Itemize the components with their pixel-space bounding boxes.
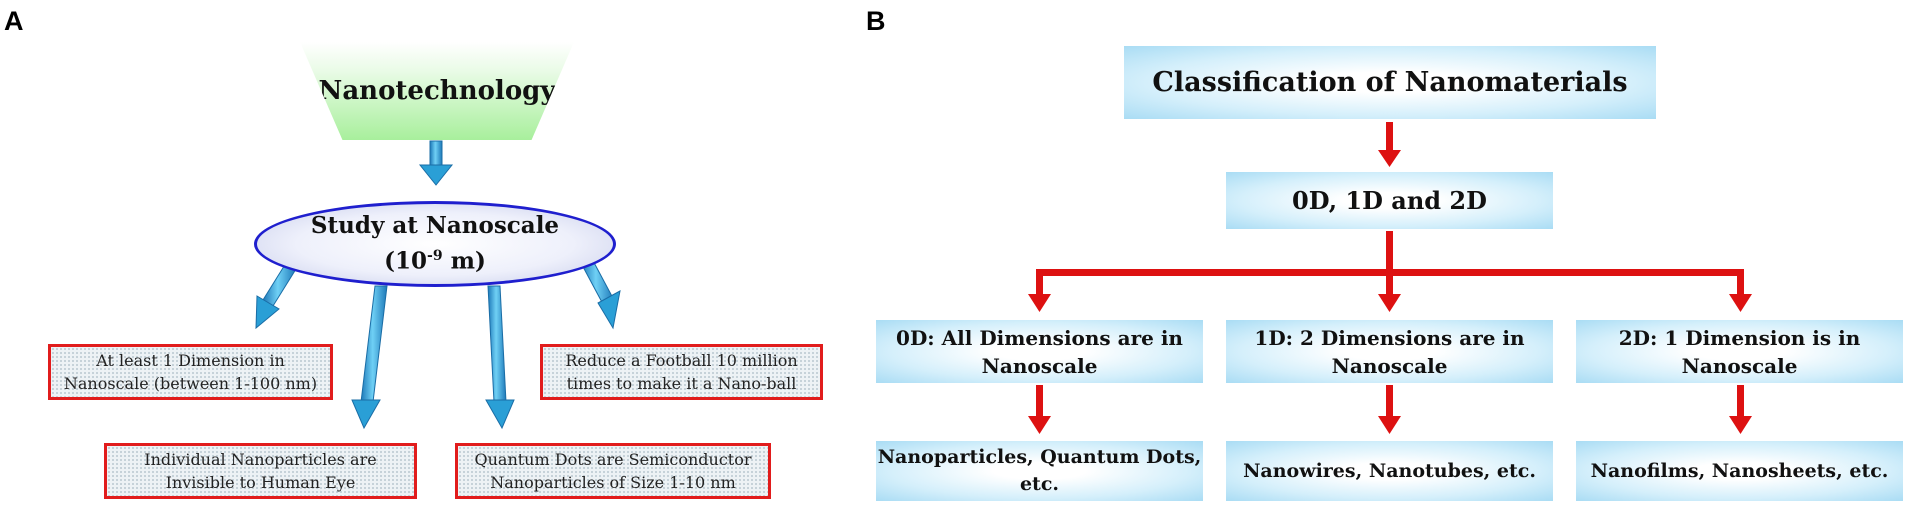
red-arrow-title-to-subtitle [1378,122,1401,167]
blue-arrow-fact-3 [485,285,515,430]
fact-1-line1: At least 1 Dimension in [96,351,285,370]
category-1d-line1: 1D: 2 Dimensions are in [1254,325,1525,350]
nanoscale-node: Study at Nanoscale (10-9 m) [254,201,616,287]
fact-4-line1: Reduce a Football 10 million [565,351,798,370]
fact-3-line2: Nanoparticles of Size 1-10 nm [490,473,736,492]
fact-2-line1: Individual Nanoparticles are [144,450,377,469]
examples-2d-line1: Nanofilms, Nanosheets, etc. [1590,459,1889,482]
dimension-types-label: 0D, 1D and 2D [1292,186,1487,215]
nanotechnology-label: Nanotechnology [318,76,556,106]
classification-title: Classification of Nanomaterials [1152,67,1628,98]
blue-arrow-top [418,140,454,186]
blue-arrow-fact-2 [351,285,388,430]
panel-b-label: B [866,6,886,36]
nanoscale-title: Study at Nanoscale [310,212,560,240]
examples-2d-node: Nanofilms, Nanosheets, etc. [1576,441,1903,501]
fact-box-2: Individual Nanoparticles are Invisible t… [104,443,417,499]
category-0d-line1: 0D: All Dimensions are in [896,325,1183,350]
category-1d-line2: Nanoscale [1331,353,1448,378]
fact-1-line2: Nanoscale (between 1-100 nm) [63,374,318,393]
panel-a-label: A [4,6,24,36]
examples-1d-node: Nanowires, Nanotubes, etc. [1226,441,1553,501]
examples-1d-line1: Nanowires, Nanotubes, etc. [1243,459,1536,482]
red-arrow-1d [1378,385,1401,434]
red-arrow-0d [1028,385,1051,434]
fact-4-line2: times to make it a Nano-ball [566,374,797,393]
blue-arrow-fact-1 [255,262,297,330]
category-2d-line1: 2D: 1 Dimension is in [1618,325,1861,350]
red-connector-tree [1028,231,1752,312]
nanoscale-value: (10-9 m) [384,247,486,275]
fact-box-3: Quantum Dots are Semiconductor Nanoparti… [455,443,771,499]
category-2d-line2: Nanoscale [1681,353,1798,378]
category-0d-line2: Nanoscale [981,353,1098,378]
fact-3-line1: Quantum Dots are Semiconductor [474,450,752,469]
fact-box-1: At least 1 Dimension in Nanoscale (betwe… [48,344,333,400]
fact-box-4: Reduce a Football 10 million times to ma… [540,344,823,400]
examples-0d-line1: Nanoparticles, Quantum Dots, [877,446,1202,468]
nanoscale-exponent: -9 [427,248,443,265]
blue-arrow-fact-4 [580,256,621,330]
nanotechnology-node: Nanotechnology [300,42,574,140]
red-arrow-2d [1729,385,1752,434]
classification-title-node: Classification of Nanomaterials [1124,46,1656,119]
category-0d-node: 0D: All Dimensions are in Nanoscale [876,320,1203,383]
fact-2-line2: Invisible to Human Eye [165,473,356,492]
examples-0d-line2: etc. [1019,473,1060,495]
category-1d-node: 1D: 2 Dimensions are in Nanoscale [1226,320,1553,383]
dimension-types-node: 0D, 1D and 2D [1226,172,1553,229]
category-2d-node: 2D: 1 Dimension is in Nanoscale [1576,320,1903,383]
examples-0d-node: Nanoparticles, Quantum Dots, etc. [876,441,1203,501]
